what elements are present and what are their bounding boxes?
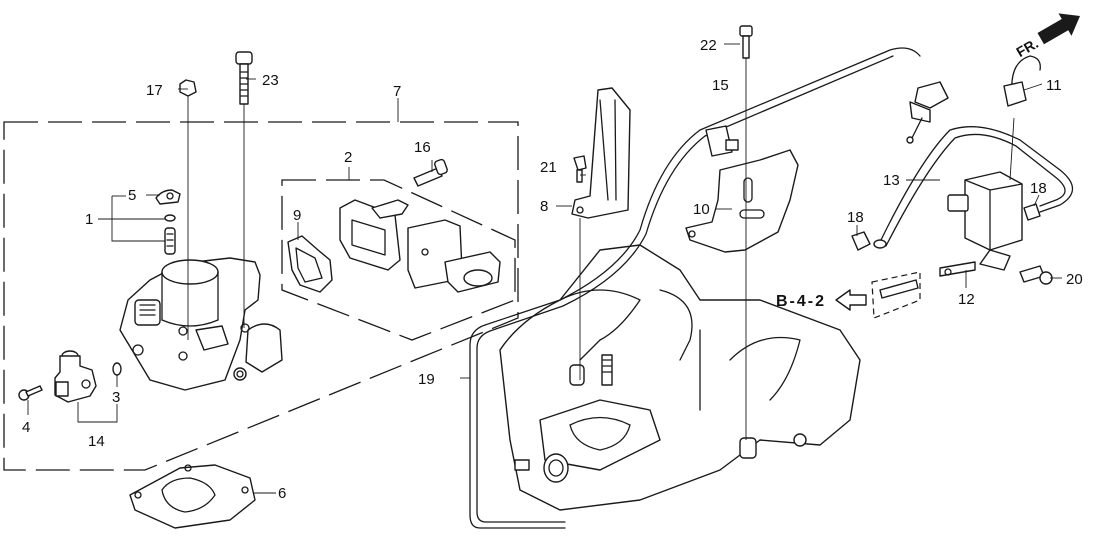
assembly-group-boundary bbox=[3, 121, 519, 471]
solenoid-valve[interactable] bbox=[939, 171, 1023, 277]
iacv-valve[interactable] bbox=[339, 199, 501, 293]
bolt-22[interactable] bbox=[739, 25, 753, 59]
bracket-10[interactable] bbox=[685, 149, 799, 253]
callout-9: 9 bbox=[293, 207, 301, 224]
callout-21: 21 bbox=[540, 159, 557, 176]
o-ring-1[interactable] bbox=[164, 214, 176, 222]
callout-15: 15 bbox=[712, 77, 729, 94]
front-arrow-icon bbox=[1037, 13, 1080, 45]
callout-1: 1 bbox=[85, 211, 93, 228]
callout-10: 10 bbox=[693, 201, 710, 218]
callout-18a: 18 bbox=[847, 209, 864, 226]
bolt-23[interactable] bbox=[235, 51, 253, 105]
hose-13[interactable] bbox=[873, 126, 1074, 249]
callout-8: 8 bbox=[540, 198, 548, 215]
callout-14: 14 bbox=[88, 433, 105, 450]
reference-label[interactable]: B-4-2 bbox=[776, 293, 826, 310]
sensor-cap-5[interactable] bbox=[155, 189, 181, 205]
bolt-21[interactable] bbox=[573, 155, 587, 183]
callout-17: 17 bbox=[146, 82, 163, 99]
leader-lines bbox=[27, 43, 1062, 494]
callout-6: 6 bbox=[278, 485, 286, 502]
hose-clamp-11[interactable] bbox=[1003, 55, 1041, 107]
reference-link[interactable]: B-4-2 bbox=[776, 289, 867, 311]
guide-line-11 bbox=[1009, 117, 1015, 181]
callout-4: 4 bbox=[22, 419, 30, 436]
reference-part-box bbox=[871, 271, 921, 319]
washer-3[interactable] bbox=[112, 362, 122, 376]
nut-17[interactable] bbox=[179, 79, 197, 97]
iacv-subassembly-boundary bbox=[281, 179, 516, 341]
callout-22: 22 bbox=[700, 37, 717, 54]
vacuum-fitting[interactable] bbox=[906, 81, 949, 144]
iacv-gasket[interactable] bbox=[287, 235, 333, 293]
bracket-8[interactable] bbox=[571, 87, 631, 219]
callout-11: 11 bbox=[1046, 77, 1062, 94]
callout-12: 12 bbox=[958, 291, 975, 308]
bolt-20[interactable] bbox=[1019, 265, 1053, 285]
hose-clip-18a[interactable] bbox=[851, 231, 871, 251]
callout-20: 20 bbox=[1066, 271, 1083, 288]
callout-7: 7 bbox=[393, 83, 401, 100]
callout-3: 3 bbox=[112, 389, 120, 406]
callout-13: 13 bbox=[883, 172, 900, 189]
tps-sensor[interactable] bbox=[54, 350, 97, 403]
throttle-body-gasket[interactable] bbox=[129, 464, 256, 529]
callout-16: 16 bbox=[414, 139, 431, 156]
callout-19: 19 bbox=[418, 371, 435, 388]
callout-labels: 17 23 7 2 16 9 5 1 3 4 14 6 19 21 8 22 1… bbox=[22, 37, 1083, 502]
callout-5: 5 bbox=[128, 187, 136, 204]
callout-2: 2 bbox=[344, 149, 352, 166]
intake-manifold[interactable] bbox=[499, 244, 861, 511]
front-label: FR. bbox=[1013, 35, 1041, 60]
hose-clip-18b[interactable] bbox=[1023, 203, 1041, 221]
sensor-stud[interactable] bbox=[164, 227, 176, 255]
screw-16[interactable] bbox=[413, 158, 448, 187]
throttle-body[interactable] bbox=[119, 257, 283, 391]
callout-18b: 18 bbox=[1030, 180, 1047, 197]
connector-15[interactable] bbox=[705, 125, 739, 157]
screw-4[interactable] bbox=[18, 385, 43, 401]
reference-arrow-icon bbox=[835, 289, 867, 311]
vacuum-hose-19[interactable] bbox=[469, 47, 921, 529]
front-direction-indicator: FR. bbox=[1013, 13, 1080, 60]
callout-23: 23 bbox=[262, 72, 279, 89]
